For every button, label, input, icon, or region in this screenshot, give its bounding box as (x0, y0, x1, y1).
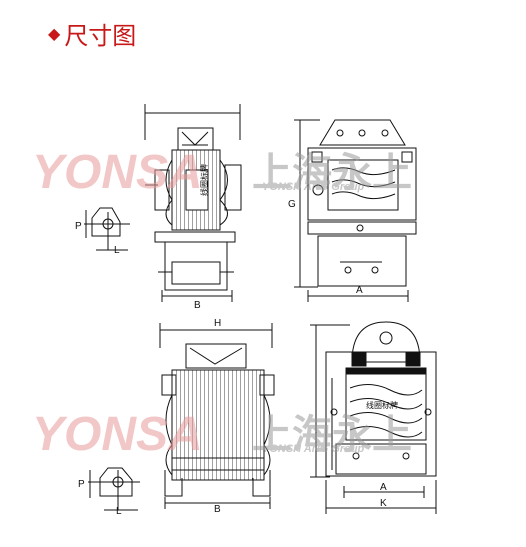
page-title-text: 尺寸图 (64, 22, 137, 50)
dim-label-K: K (380, 498, 387, 509)
page-title: ◆ 尺寸图 (48, 16, 136, 51)
dim-label-H: H (214, 318, 221, 329)
watermark-cn-top: 上海永上 (252, 150, 412, 196)
coil-label-top: 线圈标牌 (199, 164, 209, 196)
coil-label-bottom: 线圈标牌 (366, 400, 398, 410)
watermark-top: YONSA 上海永上 YONSH ANG Group (32, 146, 412, 199)
dim-label-L-top: L (114, 245, 120, 256)
dim-label-P-top: P (75, 221, 82, 232)
dim-label-A-bottom: A (380, 482, 387, 493)
side-view-bottom (159, 323, 275, 509)
dim-label-P-bottom: P (78, 479, 85, 490)
watermark-sub-top: YONSH ANG Group (262, 181, 365, 193)
mount-detail-bottom (88, 467, 140, 511)
dim-label-G: G (288, 199, 296, 210)
dim-label-A-top: A (356, 285, 363, 296)
front-view-top (294, 119, 417, 302)
watermark-sub-bottom: YONSH ANG Group (262, 443, 365, 455)
side-view-top (144, 104, 242, 302)
mount-detail-top (84, 207, 130, 251)
watermark-brand-bottom: YONSA (32, 408, 203, 461)
dim-label-B-bottom: B (214, 504, 221, 515)
front-view-bottom (310, 321, 437, 514)
diamond-bullet-icon: ◆ (48, 24, 61, 43)
dim-label-B-top: B (194, 300, 201, 311)
watermark-cn-bottom: 上海永上 (252, 412, 412, 458)
watermark-brand-top: YONSA (32, 146, 203, 199)
watermark-bottom: YONSA 上海永上 YONSH ANG Group (32, 408, 412, 461)
dim-label-L-bottom: L (116, 506, 122, 517)
